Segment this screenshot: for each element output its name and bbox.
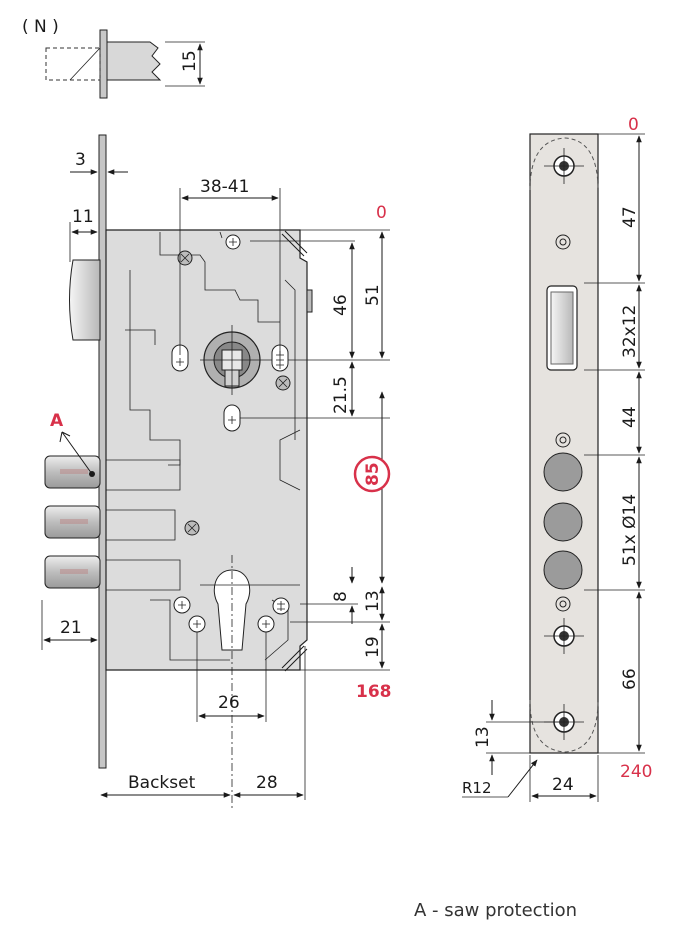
faceplate-top-zero: 0 bbox=[628, 115, 639, 135]
bolt-hole-1 bbox=[543, 452, 583, 492]
saw-protection-marker: A bbox=[50, 411, 64, 431]
lock-bottom-height: 168 bbox=[356, 682, 392, 702]
dim-latch-depth: 11 bbox=[72, 207, 94, 227]
lock-top-zero: 0 bbox=[376, 203, 387, 223]
dim-13: 13 bbox=[363, 590, 383, 612]
faceplate-dim-44: 44 bbox=[620, 406, 640, 428]
dim-handle-spread: 38-41 bbox=[200, 177, 249, 197]
top-latch-view: ( N ) 15 bbox=[22, 17, 205, 99]
dim-backset: Backset bbox=[128, 773, 196, 793]
faceplate-dim-47: 47 bbox=[620, 206, 640, 228]
lock-faceplate-edge bbox=[98, 134, 107, 769]
dim-bolt-throw: 21 bbox=[60, 618, 82, 638]
dim-28: 28 bbox=[256, 773, 278, 793]
faceplate-front-view: 0 47 32x12 44 51x Ø14 66 240 13 R12 24 bbox=[462, 115, 652, 802]
dim-21-5: 21.5 bbox=[331, 376, 351, 414]
dim-19: 19 bbox=[363, 636, 383, 658]
dim-8: 8 bbox=[331, 591, 351, 602]
faceplate-radius: R12 bbox=[462, 779, 492, 797]
dim-center-distance: 85 bbox=[363, 462, 383, 486]
bolt-hole-2 bbox=[543, 502, 583, 542]
dim-51: 51 bbox=[363, 284, 383, 306]
faceplate-dim-66: 66 bbox=[620, 668, 640, 690]
faceplate-body bbox=[529, 133, 599, 754]
top-view-dim-15: 15 bbox=[180, 50, 200, 72]
dim-46: 46 bbox=[331, 294, 351, 316]
faceplate-width: 24 bbox=[552, 775, 574, 795]
dim-cylinder-screws: 26 bbox=[218, 693, 240, 713]
lock-body-view: A bbox=[41, 134, 392, 810]
dim-faceplate-thickness: 3 bbox=[75, 150, 86, 170]
faceplate-dim-32x12: 32x12 bbox=[620, 305, 640, 358]
legend-caption: A - saw protection bbox=[414, 900, 578, 921]
faceplate-dim-13: 13 bbox=[473, 726, 493, 748]
latch-bolt bbox=[69, 259, 101, 341]
bolt-hole-3 bbox=[543, 550, 583, 590]
top-view-label: ( N ) bbox=[22, 17, 59, 37]
faceplate-total-length: 240 bbox=[620, 762, 652, 782]
faceplate-dim-51x14: 51x Ø14 bbox=[620, 494, 640, 566]
